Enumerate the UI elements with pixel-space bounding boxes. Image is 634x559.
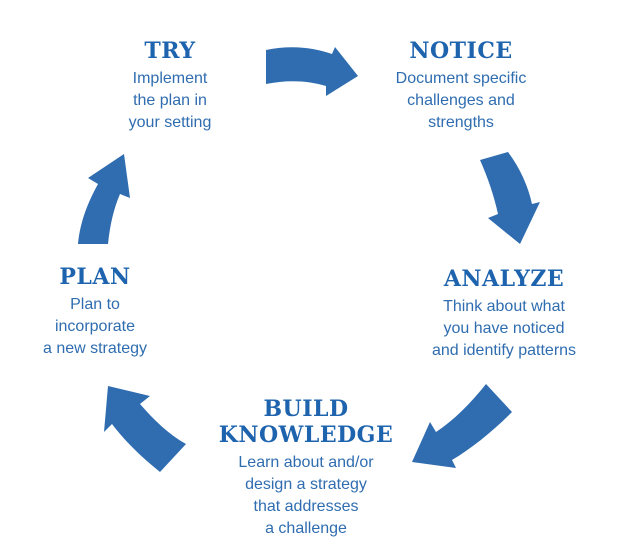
step-notice-desc-line: Document specific [395, 70, 527, 87]
step-plan: PLAN Plan to incorporate a new strategy [20, 264, 170, 360]
step-analyze-desc-line: you have noticed [443, 320, 565, 337]
step-notice-desc-line: challenges and [407, 92, 515, 109]
step-build-desc-line: a challenge [265, 520, 347, 537]
step-plan-description: Plan to incorporate a new strategy [20, 294, 170, 360]
step-notice: NOTICE Document specific challenges and … [368, 38, 554, 134]
step-build-knowledge-description: Learn about and/or design a strategy tha… [206, 452, 406, 540]
step-analyze: ANALYZE Think about what you have notice… [406, 266, 602, 362]
step-try-title-line: TRY [144, 38, 196, 64]
step-try-desc-line: Implement [132, 70, 208, 87]
step-build-title-line: KNOWLEDGE [218, 422, 394, 448]
step-plan-desc-line: a new strategy [42, 340, 148, 357]
step-plan-desc-line: Plan to [70, 296, 120, 313]
step-notice-title: NOTICE [368, 38, 554, 64]
step-try: TRY Implement the plan in your setting [100, 38, 240, 134]
step-analyze-desc-line: Think about what [443, 298, 565, 315]
arrow-notice-to-analyze-icon [480, 152, 540, 244]
step-try-desc-line: the plan in [133, 92, 207, 109]
step-plan-title: PLAN [20, 264, 170, 290]
step-plan-desc-line: incorporate [54, 318, 136, 335]
step-try-title: TRY [100, 38, 240, 64]
arrow-try-to-notice-icon [266, 47, 358, 96]
step-try-description: Implement the plan in your setting [100, 68, 240, 134]
step-analyze-title-line: ANALYZE [443, 266, 565, 292]
arrow-build-to-plan-icon [104, 386, 186, 472]
step-build-title-line: BUILD [263, 396, 349, 422]
step-notice-description: Document specific challenges and strengt… [368, 68, 554, 134]
step-plan-title-line: PLAN [59, 264, 131, 290]
step-analyze-title: ANALYZE [406, 266, 602, 292]
step-build-knowledge-title: BUILD KNOWLEDGE [206, 396, 406, 448]
step-analyze-description: Think about what you have noticed and id… [406, 296, 602, 362]
step-build-knowledge: BUILD KNOWLEDGE Learn about and/or desig… [206, 396, 406, 540]
step-analyze-desc-line: and identify patterns [431, 342, 577, 359]
step-build-desc-line: design a strategy [245, 476, 367, 493]
arrow-plan-to-try-icon [78, 154, 130, 244]
step-notice-title-line: NOTICE [409, 38, 513, 64]
step-notice-desc-line: strengths [428, 114, 494, 131]
step-build-desc-line: Learn about and/or [238, 454, 374, 471]
step-build-desc-line: that addresses [253, 498, 359, 515]
arrow-analyze-to-build-icon [412, 384, 512, 468]
step-try-desc-line: your setting [128, 114, 212, 131]
